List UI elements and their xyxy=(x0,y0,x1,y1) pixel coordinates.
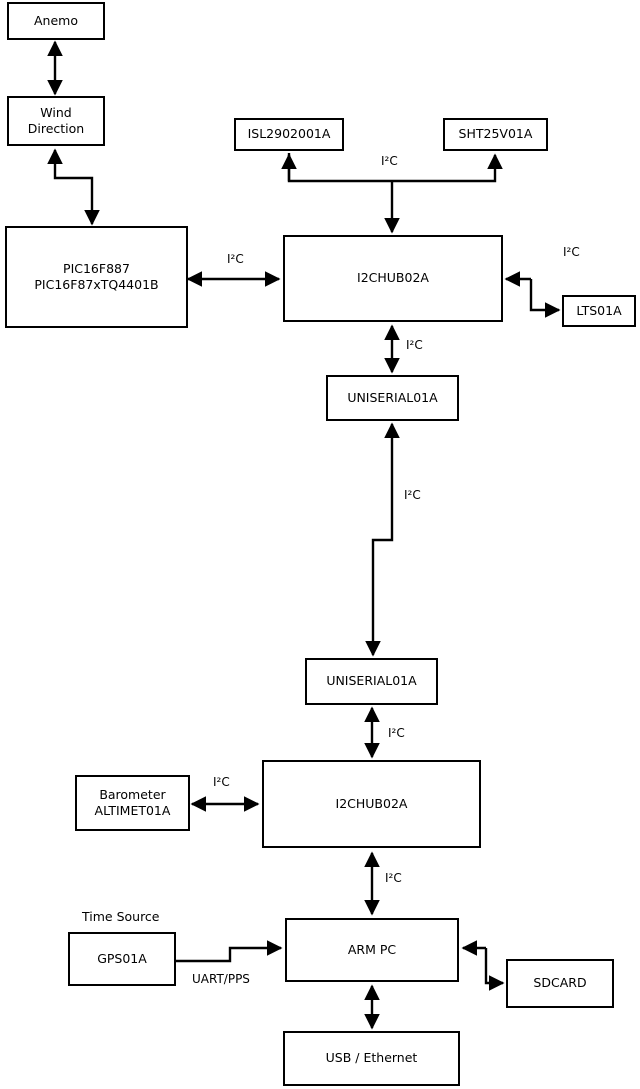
node-sht25v01a[interactable]: SHT25V01A xyxy=(443,118,548,151)
connector-armpc-sdcard-step xyxy=(484,948,505,991)
node-i2chub02a-bottom-label: I2CHUB02A xyxy=(335,795,408,811)
wire-label-i2c-hub-lts: I²C xyxy=(563,245,580,259)
connector-hub-isl xyxy=(287,153,392,183)
node-i2chub02a-top-label: I2CHUB02A xyxy=(357,270,429,286)
node-gps01a[interactable]: GPS01A xyxy=(68,932,176,986)
wire-label-uart-pps: UART/PPS xyxy=(192,972,250,986)
wire-label-i2c-baro-hub2: I²C xyxy=(213,775,230,789)
node-pic-mcu[interactable]: PIC16F887 PIC16F87xTQ4401B xyxy=(5,226,188,328)
wire-label-i2c-uniserial-link: I²C xyxy=(404,488,421,502)
node-barometer-altimet01a[interactable]: Barometer ALTIMET01A xyxy=(75,775,190,831)
node-sdcard-label: SDCARD xyxy=(533,975,587,991)
node-sht25v01a-label: SHT25V01A xyxy=(458,126,533,142)
node-lts01a-label: LTS01A xyxy=(576,302,622,318)
node-isl2902001a-label: ISL2902001A xyxy=(247,126,331,142)
wire-label-i2c-uniserial-hub2: I²C xyxy=(388,726,405,740)
node-wind-direction-label: Wind Direction xyxy=(27,104,85,137)
node-uniserial01a-top[interactable]: UNISERIAL01A xyxy=(326,375,459,421)
wire-label-i2c-hub-uniserial: I²C xyxy=(406,338,423,352)
connector-uniserial-link xyxy=(365,422,400,657)
node-anemo[interactable]: Anemo xyxy=(7,2,105,40)
node-usb-ethernet-label: USB / Ethernet xyxy=(325,1050,418,1066)
node-gps01a-label: GPS01A xyxy=(97,950,147,966)
node-usb-ethernet[interactable]: USB / Ethernet xyxy=(283,1031,460,1086)
node-i2chub02a-top[interactable]: I2CHUB02A xyxy=(283,235,503,322)
node-lts01a[interactable]: LTS01A xyxy=(562,295,636,327)
node-sdcard[interactable]: SDCARD xyxy=(506,959,614,1008)
node-uniserial01a-bottom-label: UNISERIAL01A xyxy=(326,673,417,689)
node-barometer-altimet01a-label: Barometer ALTIMET01A xyxy=(94,786,171,819)
node-wind-direction[interactable]: Wind Direction xyxy=(7,96,105,146)
node-pic-mcu-label: PIC16F887 PIC16F87xTQ4401B xyxy=(34,260,159,293)
node-i2chub02a-bottom[interactable]: I2CHUB02A xyxy=(262,760,481,848)
connector-gps-armpc xyxy=(176,940,283,963)
node-arm-pc-label: ARM PC xyxy=(347,941,397,957)
connector-hub-sht xyxy=(392,153,503,183)
connector-wind-pic xyxy=(47,148,100,226)
node-isl2902001a[interactable]: ISL2902001A xyxy=(234,118,344,151)
node-uniserial01a-bottom[interactable]: UNISERIAL01A xyxy=(305,658,438,705)
wire-label-i2c-isl-sht: I²C xyxy=(381,154,398,168)
wire-label-i2c-hub2-armpc: I²C xyxy=(385,871,402,885)
label-time-source: Time Source xyxy=(82,909,160,924)
node-arm-pc[interactable]: ARM PC xyxy=(285,918,459,982)
node-anemo-label: Anemo xyxy=(34,12,78,28)
node-uniserial01a-top-label: UNISERIAL01A xyxy=(347,389,438,405)
wire-label-i2c-pic-hub: I²C xyxy=(227,252,244,266)
connector-hubtop-lts-step xyxy=(529,279,561,318)
